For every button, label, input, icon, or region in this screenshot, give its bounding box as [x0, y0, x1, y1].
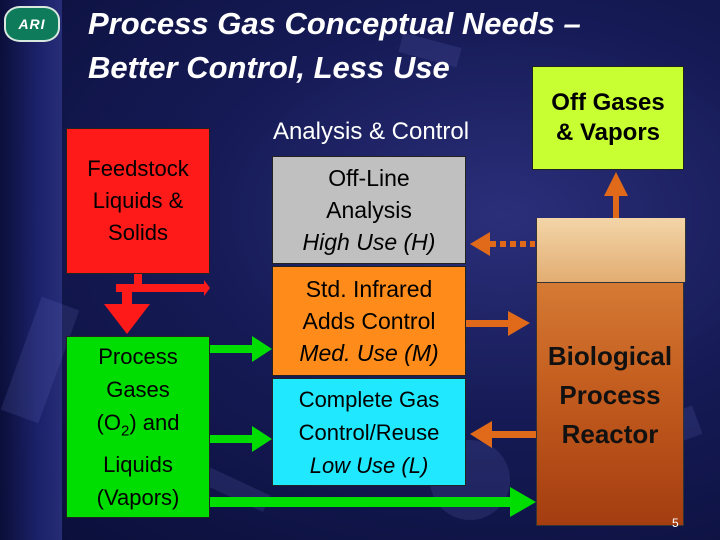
offline-line2: Analysis	[326, 197, 412, 223]
ari-logo: ARI	[4, 6, 60, 42]
reactor-line1: Biological	[547, 341, 673, 371]
green-arrow-to-std-infrared	[210, 336, 272, 362]
complete-use: Low Use (L)	[309, 452, 429, 478]
process-gases-line3: (O2) and	[97, 406, 180, 447]
process-gases-line2: Gases	[106, 377, 170, 403]
complete-line2: Control/Reuse	[298, 419, 440, 445]
complete-gas-box: Complete Gas Control/Reuse Low Use (L)	[272, 378, 466, 486]
feedstock-line1: Feedstock	[87, 156, 189, 181]
std-line2: Adds Control	[302, 308, 436, 334]
analysis-control-heading: Analysis & Control	[272, 118, 470, 145]
reactor-headspace	[536, 218, 686, 282]
feedstock-line2: Liquids &	[92, 188, 184, 213]
process-gases-box: Process Gases (O2) and Liquids (Vapors)	[66, 336, 210, 518]
process-gases-line4: Liquids	[103, 451, 173, 477]
feedstock-line3: Solids	[108, 220, 168, 245]
offline-use: High Use (H)	[302, 229, 436, 255]
off-gases-line2: & Vapors	[555, 119, 661, 146]
orange-arrow-std-to-reactor	[466, 311, 530, 336]
o2-subscript: 2	[120, 422, 130, 440]
logo-text: ARI	[18, 16, 46, 32]
orange-arrow-reactor-to-complete	[470, 421, 536, 448]
slide-title-line2: Better Control, Less Use	[88, 50, 450, 85]
o2-prefix: (O	[96, 410, 121, 436]
off-gases-line1: Off Gases	[551, 89, 665, 116]
off-gases-box: Off Gases & Vapors	[532, 66, 684, 170]
green-arrow-to-complete-gas	[210, 426, 272, 452]
slide-title-line1: Process Gas Conceptual Needs –	[88, 6, 581, 41]
page-number: 5	[672, 516, 679, 530]
process-gases-line1: Process	[98, 344, 178, 370]
complete-line1: Complete Gas	[298, 386, 440, 412]
dotted-arrow-reactor-to-offline	[470, 232, 535, 256]
o2-suffix: ) and	[129, 410, 180, 436]
offline-analysis-box: Off-Line Analysis High Use (H)	[272, 156, 466, 264]
offline-line1: Off-Line	[328, 165, 410, 191]
red-arrow-feedstock-to-process	[104, 274, 210, 334]
std-line1: Std. Infrared	[305, 276, 433, 302]
green-arrow-to-reactor	[210, 487, 536, 517]
reactor-line3: Reactor	[561, 419, 659, 449]
reactor-line2: Process	[559, 380, 661, 410]
process-gases-line5: (Vapors)	[96, 484, 180, 510]
bio-reactor-box: Biological Process Reactor	[536, 282, 684, 526]
std-infrared-box: Std. Infrared Adds Control Med. Use (M)	[272, 266, 466, 376]
feedstock-box: Feedstock Liquids & Solids	[66, 128, 210, 274]
std-use: Med. Use (M)	[299, 340, 439, 366]
left-decorative-band	[0, 0, 62, 540]
